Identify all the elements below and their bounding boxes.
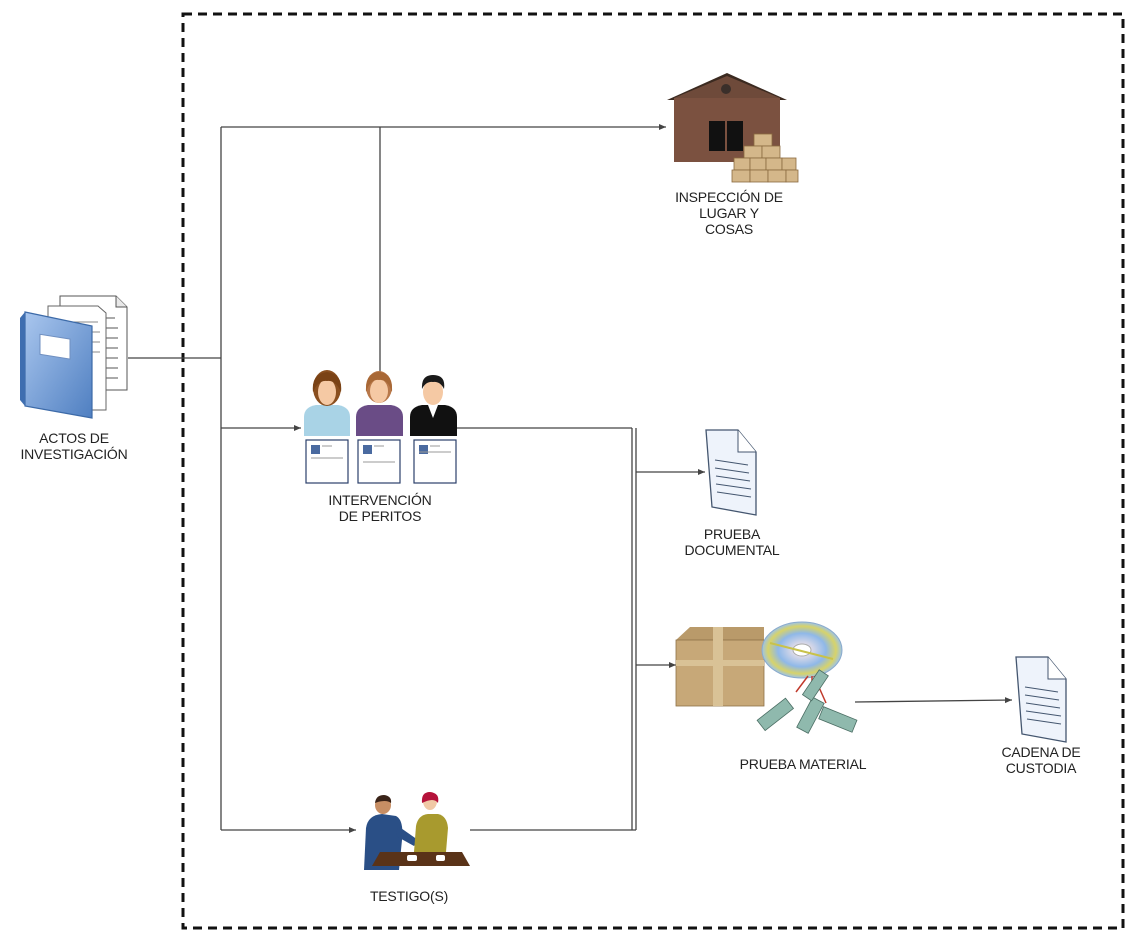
node-label-inspeccion: INSPECCIÓN DE LUGAR Y COSAS — [675, 189, 783, 237]
node-label-material: PRUEBA MATERIAL — [739, 756, 867, 772]
folder-with-documents-icon — [20, 295, 128, 419]
node-label-actos: ACTOS DE INVESTIGACIÓN — [20, 430, 128, 462]
experts-group-icon — [304, 370, 457, 484]
witnesses-meeting-icon — [364, 792, 470, 870]
document-icon — [705, 429, 757, 516]
node-label-peritos: INTERVENCIÓN DE PERITOS — [328, 492, 432, 524]
warehouse-with-boxes-icon — [667, 73, 799, 183]
arrow-to-cadena — [854, 697, 1013, 704]
scope-frame — [181, 12, 1125, 930]
node-label-testigos: TESTIGO(S) — [369, 888, 449, 904]
node-label-documental: PRUEBA DOCUMENTAL — [684, 526, 780, 558]
document-icon — [1015, 656, 1067, 743]
connectors — [128, 124, 1013, 833]
node-label-cadena: CADENA DE CUSTODIA — [1001, 744, 1081, 776]
box-disc-evidence-icon — [675, 621, 858, 734]
